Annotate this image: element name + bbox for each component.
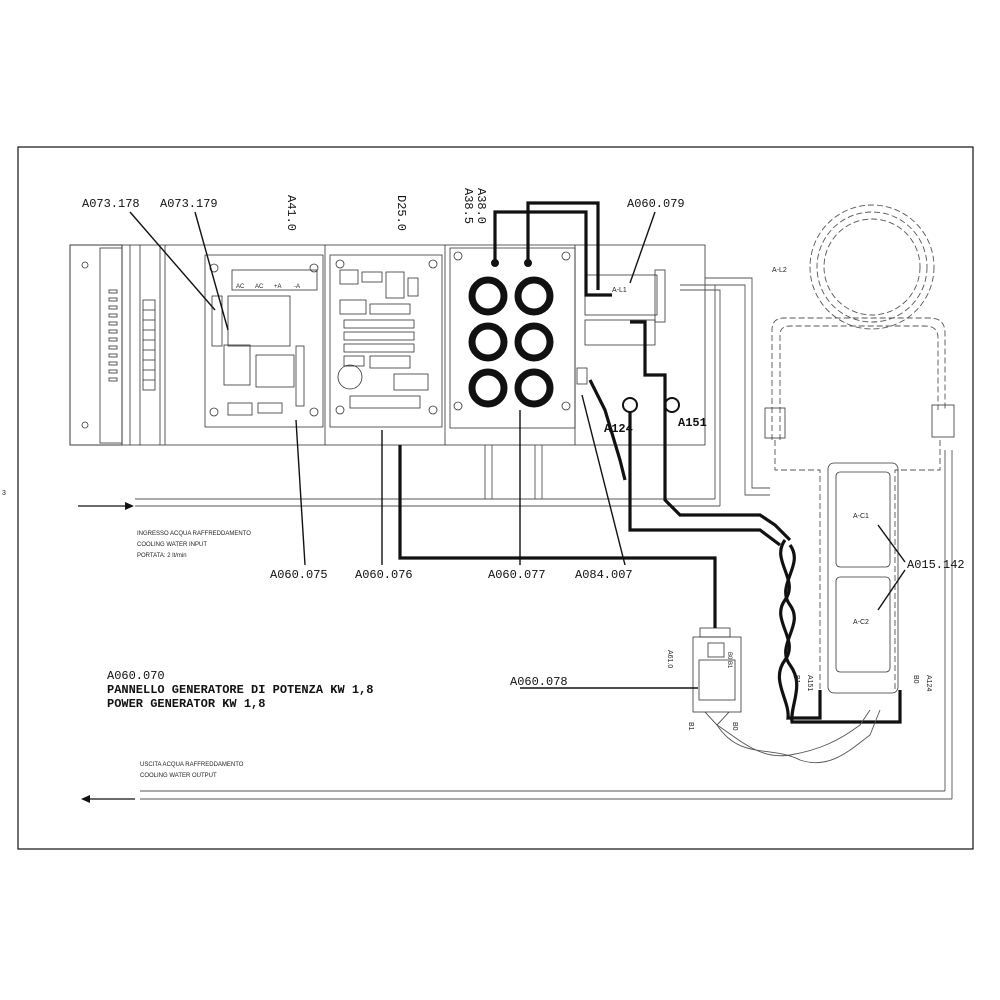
inductor-l1 <box>584 269 666 346</box>
label-a124-top: A124 <box>604 422 633 436</box>
svg-text:+A: +A <box>274 284 282 290</box>
label-b1-left: B1 <box>687 722 694 731</box>
label-a38-5: A38.5 <box>461 188 475 224</box>
label-a38-0: A38.0 <box>474 188 488 224</box>
svg-text:-A: -A <box>294 284 300 290</box>
svg-text:AC: AC <box>255 284 264 290</box>
label-a-c2: A-C2 <box>853 619 869 626</box>
label-a084-007: A084.007 <box>575 568 633 582</box>
label-b0-left: B0 <box>731 722 738 731</box>
water-pipes <box>135 277 953 800</box>
label-a015-142: A015.142 <box>907 558 965 572</box>
flow-arrows <box>78 502 135 803</box>
connector-a124 <box>622 397 638 413</box>
label-a124-right: A124 <box>925 675 932 691</box>
label-a151-bottom: A151 <box>806 675 813 691</box>
card-d25 <box>329 254 443 428</box>
label-a060-079: A060.079 <box>627 197 685 211</box>
card-a41: AC AC +A -A <box>204 254 324 428</box>
title-code: A060.070 <box>107 669 165 683</box>
label-a-l1: A-L1 <box>612 287 627 294</box>
title-english: POWER GENERATOR KW 1,8 <box>107 697 265 711</box>
label-b0-b1-module: B0 B1 <box>726 652 732 669</box>
label-a-c1: A-C1 <box>853 513 869 520</box>
leader-lines <box>129 211 906 689</box>
title-italian: PANNELLO GENERATORE DI POTENZA KW 1,8 <box>107 683 373 697</box>
label-a-l2: A-L2 <box>772 267 787 274</box>
water-in-line1: INGRESSO ACQUA RAFFREDDAMENTO <box>137 531 251 537</box>
label-d25: D25.0 <box>394 195 408 231</box>
connector-a151 <box>664 397 680 413</box>
water-in-line2: COOLING WATER INPUT <box>137 542 207 548</box>
label-a073-178: A073.178 <box>82 197 140 211</box>
svg-text:AC: AC <box>236 284 245 290</box>
toroid-block <box>449 247 576 429</box>
label-b0-right: B0 <box>912 675 919 684</box>
capacitor-bank: A-C1 A-C2 <box>827 462 899 694</box>
label-a151-top: A151 <box>678 416 707 430</box>
coil-l2 <box>764 204 955 690</box>
side-mark: 3 <box>2 490 6 497</box>
label-a060-076: A060.076 <box>355 568 413 582</box>
label-a41: A41.0 <box>284 195 298 231</box>
drawing-frame <box>17 146 974 850</box>
power-wiring <box>398 201 902 764</box>
label-a61: A61.0 <box>666 650 673 668</box>
module-a61: B0 B1 <box>692 627 742 726</box>
label-a060-075: A060.075 <box>270 568 328 582</box>
label-a060-077: A060.077 <box>488 568 546 582</box>
label-a073-179: A073.179 <box>160 197 218 211</box>
water-out-line2: COOLING WATER OUTPUT <box>140 773 217 779</box>
water-in-line3: PORTATA: 2 lt/min <box>137 553 187 559</box>
water-out-line1: USCITA ACQUA RAFFREDDAMENTO <box>140 762 244 768</box>
label-a060-078: A060.078 <box>510 675 568 689</box>
label-b1-right: B1 <box>793 675 800 684</box>
